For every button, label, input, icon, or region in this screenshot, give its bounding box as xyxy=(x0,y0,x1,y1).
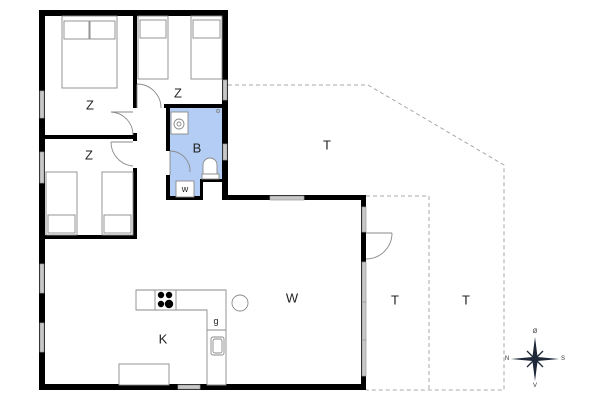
window xyxy=(361,206,367,233)
furniture xyxy=(45,15,249,386)
kitchen-table xyxy=(118,363,170,386)
burner xyxy=(164,299,174,309)
window xyxy=(39,322,45,353)
door-bathroom xyxy=(169,150,191,175)
burner xyxy=(157,300,165,308)
terrace-outlines xyxy=(228,84,505,391)
terrace-north-label: T xyxy=(323,138,331,153)
window xyxy=(222,143,228,161)
bedroom-3-label: Z xyxy=(85,148,93,163)
terrace-inner-label: T xyxy=(391,293,399,308)
pillow xyxy=(192,19,221,39)
window xyxy=(177,384,201,390)
drain xyxy=(216,109,220,113)
pillow xyxy=(139,19,167,39)
toilet xyxy=(202,157,218,175)
terrace-outer-label: T xyxy=(462,293,470,308)
bedroom-2-label: Z xyxy=(174,86,182,101)
window xyxy=(222,79,228,101)
compass-rose-icon: Ø N S V xyxy=(505,329,565,389)
bedroom-1-label: Z xyxy=(86,98,94,113)
window xyxy=(269,195,305,201)
toilet-tank xyxy=(201,173,220,180)
window xyxy=(361,261,367,303)
compass-right-label: S xyxy=(561,356,565,362)
round-table xyxy=(231,294,249,312)
bathroom-label: B xyxy=(193,141,202,156)
bathroom-sink xyxy=(170,111,189,135)
kitchen-label: K xyxy=(159,332,168,347)
window xyxy=(39,263,45,294)
window xyxy=(39,90,45,119)
door-bedroom-1 xyxy=(110,111,134,136)
appliance-label: g xyxy=(213,316,218,326)
pillow xyxy=(63,20,90,40)
compass-bottom-label: V xyxy=(533,383,537,389)
door-bedroom-2 xyxy=(136,83,162,109)
window xyxy=(361,339,367,377)
windows xyxy=(39,79,367,390)
terrace-inner-outline xyxy=(366,195,430,390)
living-label: W xyxy=(286,291,299,306)
cooktop xyxy=(154,289,177,311)
pillow xyxy=(103,214,132,234)
door-bedroom-3 xyxy=(110,141,134,167)
kitchen-counter xyxy=(135,289,227,386)
terrace-outer-outline xyxy=(228,84,505,391)
washer-label: w xyxy=(181,184,189,194)
burner xyxy=(157,291,165,299)
burner xyxy=(165,291,173,299)
compass-top-label: Ø xyxy=(533,329,538,335)
pillow xyxy=(47,214,76,234)
door-terrace xyxy=(365,232,393,260)
window xyxy=(39,151,45,184)
toilet-nook xyxy=(201,181,222,196)
doors xyxy=(110,83,393,260)
room-labels: Z Z Z B w W K g T T T xyxy=(85,86,470,347)
compass-left-label: N xyxy=(505,356,509,362)
washer-box xyxy=(175,180,195,198)
window xyxy=(361,301,367,341)
pillow xyxy=(89,20,116,40)
